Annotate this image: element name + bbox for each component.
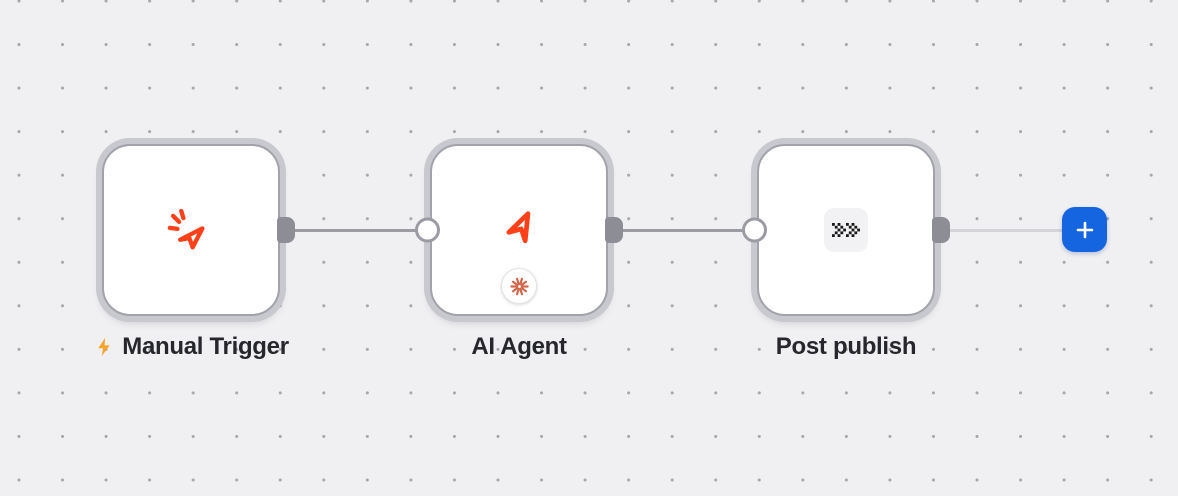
- node-wrapper-ai-agent: AI Agent: [415, 144, 623, 360]
- connection-manual-trigger-to-ai-agent[interactable]: [290, 228, 426, 232]
- node-label-manual-trigger: Manual Trigger: [81, 333, 301, 361]
- cursor-click-icon: [167, 208, 205, 250]
- node-wrapper-manual-trigger: Manual Trigger: [98, 144, 295, 360]
- node-manual-trigger[interactable]: [102, 144, 295, 316]
- anthropic-model-badge[interactable]: [501, 268, 537, 304]
- plus-icon: [1076, 221, 1093, 238]
- output-port[interactable]: [932, 217, 950, 243]
- add-node-button[interactable]: [1062, 207, 1107, 252]
- connection-post-publish-to-add-button[interactable]: [948, 228, 1064, 232]
- node-title: Post publish: [775, 333, 917, 360]
- connection-ai-agent-to-post-publish[interactable]: [618, 228, 753, 232]
- node-label-post-publish: Post publish: [736, 333, 956, 361]
- pixel-double-chevron-icon: [832, 223, 860, 237]
- anthropic-starburst-icon: [509, 277, 529, 295]
- post-publish-icon-tile: [824, 208, 868, 252]
- node-ai-agent[interactable]: [415, 144, 623, 316]
- node-label-ai-agent: AI Agent: [409, 333, 629, 361]
- node-post-publish[interactable]: [742, 144, 950, 316]
- node-wrapper-post-publish: Post publish: [742, 144, 950, 360]
- send-arrow-icon: [506, 211, 531, 244]
- lightning-bolt-icon: [98, 337, 110, 357]
- node-title: AI Agent: [471, 333, 567, 360]
- input-port[interactable]: [742, 217, 767, 243]
- node-title: Manual Trigger: [122, 333, 289, 360]
- input-port[interactable]: [415, 217, 440, 243]
- output-port[interactable]: [277, 217, 295, 243]
- output-port[interactable]: [605, 217, 623, 243]
